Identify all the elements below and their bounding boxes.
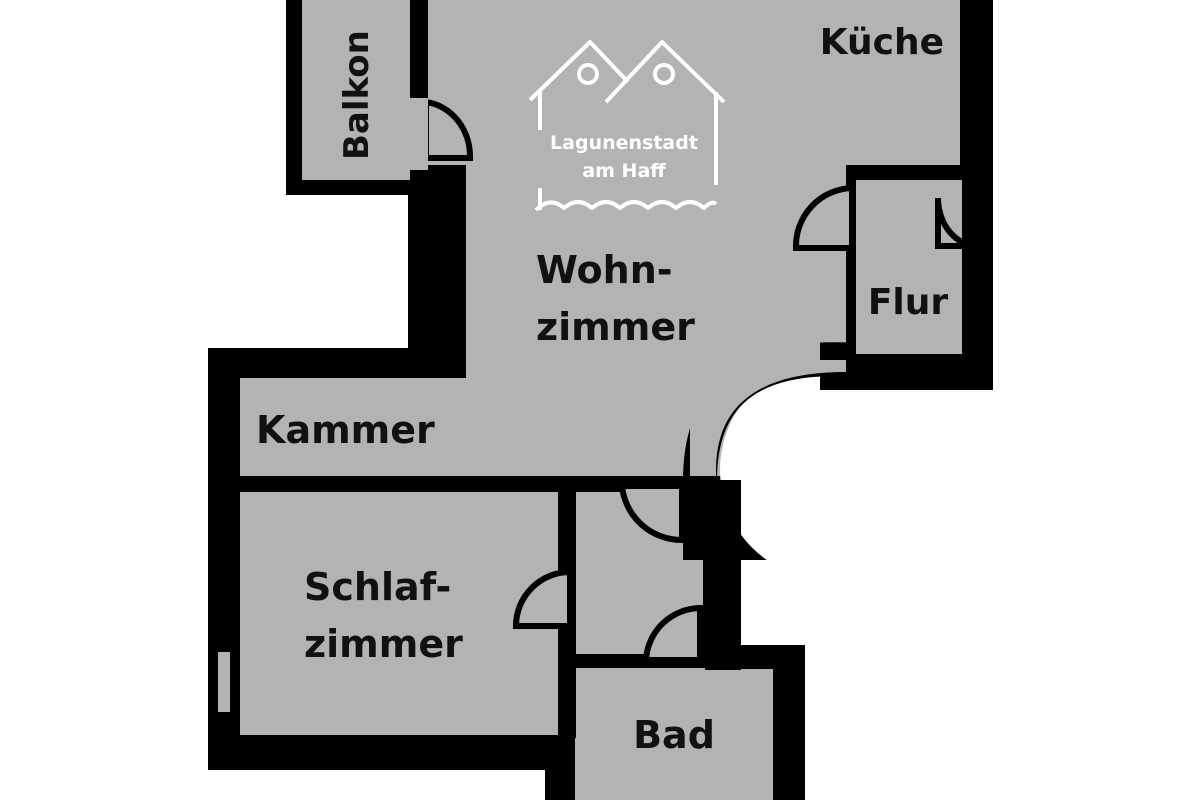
logo-line1: Lagunenstadt	[550, 132, 698, 154]
door-schlafzimmer	[512, 568, 573, 629]
label-balkon: Balkon	[337, 30, 377, 160]
label-schlafzimmer-1: Schlaf-	[304, 565, 451, 609]
outer-right-cutout	[830, 390, 1200, 800]
label-flur: Flur	[868, 282, 949, 323]
label-bad: Bad	[633, 713, 715, 757]
logo-line2: am Haff	[582, 160, 666, 182]
doors	[423, 98, 979, 663]
door-flur-right	[935, 197, 979, 249]
house-left-window-icon	[577, 63, 599, 85]
floors	[218, 0, 962, 800]
floor-schlafzimmer	[240, 492, 560, 735]
wall-bad-right	[773, 645, 805, 800]
door-vestibule-top	[618, 483, 685, 544]
door-bad	[642, 604, 703, 663]
label-schlafzimmer-2: zimmer	[304, 622, 463, 666]
door-gap-balkon	[410, 98, 428, 170]
floor-curve-patch	[740, 340, 820, 360]
label-kammer: Kammer	[256, 408, 435, 452]
floor-flur	[856, 180, 962, 355]
wall-flur-bottom	[820, 354, 993, 390]
floor-kueche	[428, 0, 960, 165]
wall-vestibule-right	[705, 480, 741, 670]
house-right-icon	[604, 40, 726, 185]
floor-window-left	[218, 652, 230, 712]
label-kueche: Küche	[820, 22, 944, 63]
room-labels: Balkon Küche Flur Wohn- zimmer Kammer Sc…	[256, 22, 948, 757]
door-balkon	[423, 98, 474, 161]
outer-bottom-right-cutout	[740, 560, 830, 645]
door-flur-left	[792, 184, 855, 251]
house-right-window-icon	[653, 63, 675, 85]
waves-icon	[534, 200, 718, 212]
floor-bad	[575, 668, 773, 800]
house-left-icon	[528, 40, 630, 130]
floor-kammer	[240, 378, 740, 476]
label-wohnzimmer-1: Wohn-	[536, 248, 673, 292]
wall-kammer-schlaf-divider	[240, 476, 580, 492]
logo: Lagunenstadt am Haff	[528, 40, 726, 212]
label-wohnzimmer-2: zimmer	[536, 305, 695, 349]
floor-curve-fill	[690, 360, 846, 476]
floor-balkon	[302, 0, 410, 180]
two-houses-waves-logo	[528, 40, 726, 212]
